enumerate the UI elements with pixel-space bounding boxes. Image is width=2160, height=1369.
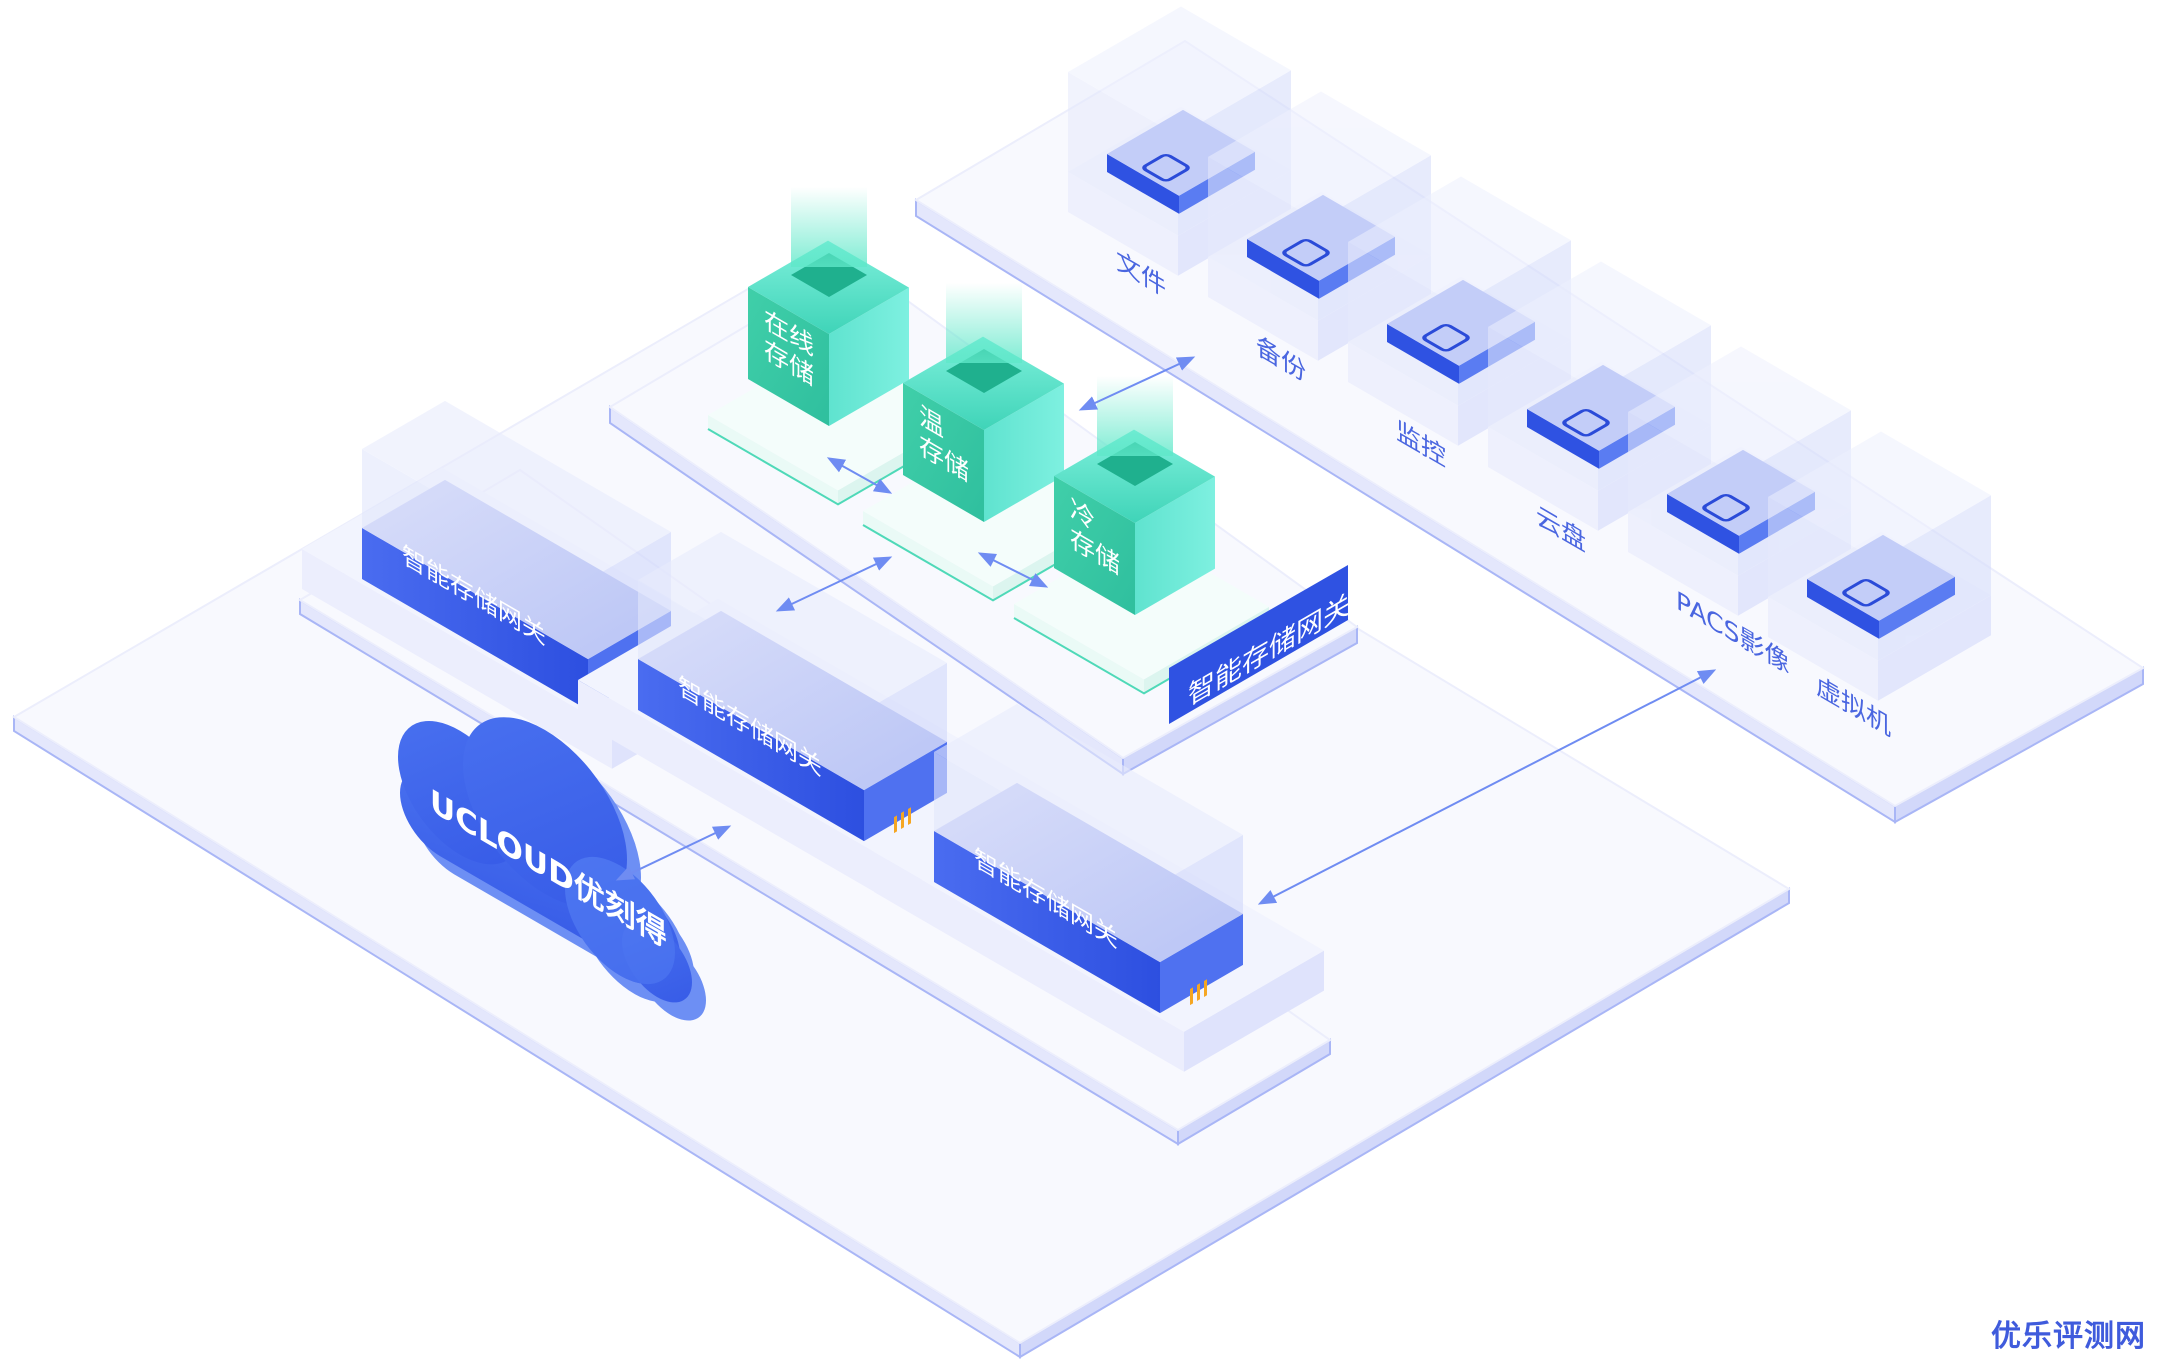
code-window-icon	[1842, 578, 1890, 607]
tier-cube-right-face	[1135, 476, 1215, 615]
shield-icon	[1422, 323, 1470, 352]
sync-icon-glyph	[1282, 238, 1330, 267]
gateway-base-left-face	[302, 549, 612, 769]
indicator-bar	[901, 811, 904, 830]
app-slab-left-face	[1667, 494, 1739, 554]
app-base-left-face	[1488, 427, 1598, 531]
indicator-bar	[1197, 983, 1200, 1002]
gateway-glass-top-face	[638, 531, 947, 712]
watermark: 优乐评测网	[1991, 1319, 2146, 1354]
gateway-box-right-face	[864, 741, 947, 842]
cloud-lobe-highlight	[565, 856, 675, 985]
sync-icon	[1282, 238, 1330, 267]
indicator-bar	[1190, 987, 1193, 1006]
app-slab-left-face	[1247, 239, 1319, 299]
app-slab-top-face	[1387, 279, 1535, 366]
app-slab-right-face	[1879, 576, 1955, 639]
banner-panel	[1169, 565, 1348, 724]
cloud-upload-icon-glyph	[1562, 408, 1610, 437]
app-base-left-face	[1068, 172, 1178, 276]
tier-base-left-face	[863, 511, 993, 601]
app-glass-cube-top-face	[1348, 176, 1571, 306]
app-glass-cube-top-face	[1768, 431, 1991, 561]
tier-glow	[791, 187, 867, 267]
bidirectional-arrow	[1078, 356, 1196, 411]
indicator-bar	[1204, 979, 1207, 997]
tier-glow	[946, 283, 1022, 363]
indicator-bar	[908, 807, 911, 825]
app-slab-top-face	[1107, 109, 1255, 196]
app-slab-top-face	[1807, 534, 1955, 621]
bidirectional-arrow	[977, 552, 1049, 588]
gateway-box-top-face	[934, 782, 1243, 963]
bidirectional-arrow	[826, 457, 893, 494]
document-icon	[1142, 153, 1190, 182]
gateway-glass-top-face	[934, 703, 1243, 884]
gateway-3: 智能存储网关	[874, 703, 1324, 1072]
gateway-base-left-face	[578, 680, 888, 900]
app-glass-cube-top-face	[1068, 6, 1291, 136]
gateway-box-left-face	[362, 528, 588, 711]
ucloud-cloud: UCLOUD优刻得	[398, 717, 706, 1021]
document-icon-glyph	[1142, 153, 1190, 182]
bidirectional-arrow	[1257, 669, 1717, 905]
tier-cube-left-face	[1054, 476, 1135, 615]
gateway-box	[934, 782, 1243, 1014]
gateway-indicator	[894, 807, 911, 834]
app-base-left-face	[1208, 257, 1318, 361]
gateway-2: 智能存储网关	[578, 531, 1028, 900]
app-slab-top-face	[1667, 449, 1815, 536]
app-slab-left-face	[1387, 324, 1459, 384]
app-glass-cube-top-face	[1628, 346, 1851, 476]
tier-cube-right-face	[984, 383, 1064, 522]
app-slab-top-face	[1247, 194, 1395, 281]
gateway-box-right-face	[1160, 913, 1243, 1014]
tier-glow	[1097, 376, 1173, 456]
app-base-right-face	[1878, 595, 1991, 701]
app-block-6[interactable]: 虚拟机	[1768, 431, 1991, 743]
code-window-icon-glyph	[1842, 578, 1890, 607]
network-icon	[1702, 493, 1750, 522]
objects: 文件备份监控云盘PACS影像虚拟机在线存储温存储冷存储智能存储网关智能存储网关智…	[302, 6, 1991, 1072]
gateway-box-top-face	[638, 610, 947, 791]
gateway-box	[638, 610, 947, 842]
gateway-glass-top-face	[362, 400, 671, 581]
cloud-upload-icon	[1562, 408, 1610, 437]
tier-base-left-face	[1014, 604, 1144, 694]
connection-arrows	[615, 356, 1717, 905]
network-icon-glyph	[1702, 493, 1750, 522]
app-block-5[interactable]: PACS影像	[1628, 346, 1851, 681]
tier-cube-left-face	[748, 287, 829, 426]
app-base-left-face	[1768, 597, 1878, 701]
indicator-bar	[894, 815, 897, 834]
app-base-left-face	[1628, 512, 1738, 616]
bidirectional-arrow	[615, 825, 732, 881]
tier-cube-right-face	[829, 287, 909, 426]
app-slab-left-face	[1527, 409, 1599, 469]
gateway-box-top-face	[362, 479, 671, 660]
app-slab-top-face	[1527, 364, 1675, 451]
app-slab-left-face	[1107, 154, 1179, 214]
bidirectional-arrow	[775, 556, 893, 612]
app-slab	[1807, 534, 1955, 639]
gateway-base-right-face	[1184, 950, 1324, 1072]
gateway-box-left-face	[934, 831, 1160, 1014]
tier-cube-left-face	[903, 383, 984, 522]
gateway-base-left-face	[874, 852, 1184, 1072]
app-slab-left-face	[1807, 579, 1879, 639]
tier-base-left-face	[708, 415, 838, 505]
gateway-box-left-face	[638, 659, 864, 842]
shield-icon-glyph	[1422, 323, 1470, 352]
app-glass-cube-top-face	[1208, 91, 1431, 221]
app-glass-cube-top-face	[1488, 261, 1711, 391]
app-base-left-face	[1348, 342, 1458, 446]
app-block-1[interactable]: 文件	[1068, 6, 1291, 304]
gateway-indicator	[1190, 979, 1207, 1006]
